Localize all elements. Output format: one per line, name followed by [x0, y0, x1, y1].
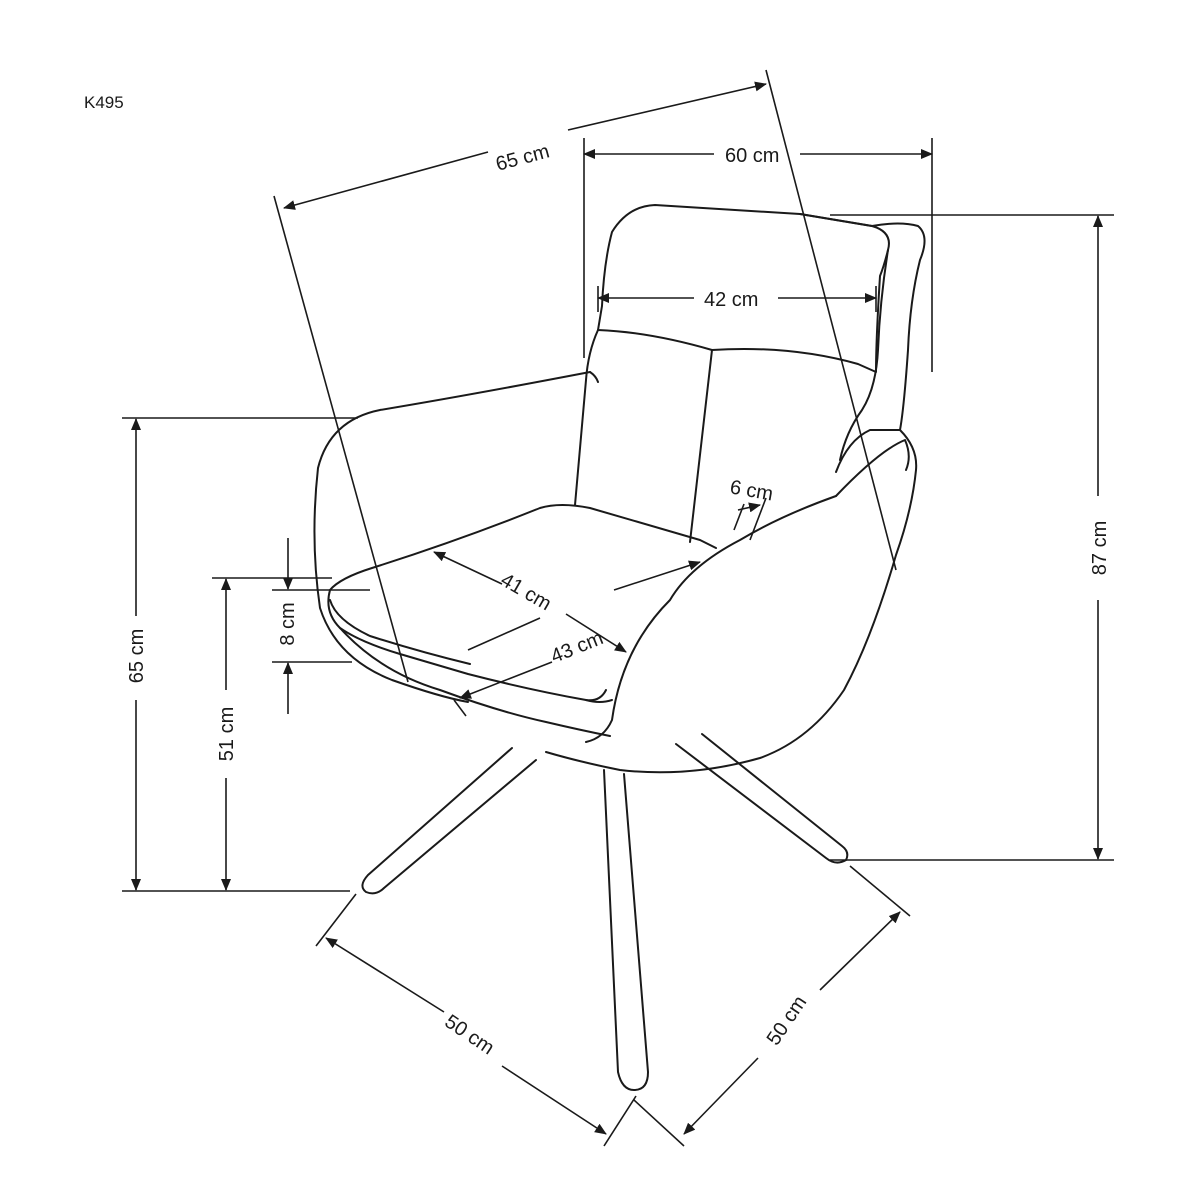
model-code: K495	[84, 93, 124, 112]
label-armrest-thickness: 6 cm	[728, 476, 775, 505]
label-overall-diagonal: 65 cm	[494, 140, 552, 175]
label-seat-height: 51 cm	[216, 707, 238, 761]
label-total-height: 87 cm	[1089, 521, 1111, 575]
label-seat-depth: 43 cm	[548, 627, 607, 668]
label-armrest-height: 65 cm	[126, 629, 148, 683]
label-backrest-width: 42 cm	[704, 289, 758, 311]
dimension-labels: 65 cm 60 cm 42 cm 6 cm 41 cm 43 cm 8 cm …	[126, 140, 1111, 1059]
label-base-right: 50 cm	[763, 992, 812, 1049]
dimension-lines	[122, 69, 1114, 1147]
label-seat-thickness: 8 cm	[277, 602, 299, 645]
chair-outline	[313, 204, 926, 1091]
label-seat-width: 41 cm	[497, 569, 555, 615]
label-base-left: 50 cm	[441, 1011, 498, 1060]
label-overall-width: 60 cm	[725, 145, 779, 167]
